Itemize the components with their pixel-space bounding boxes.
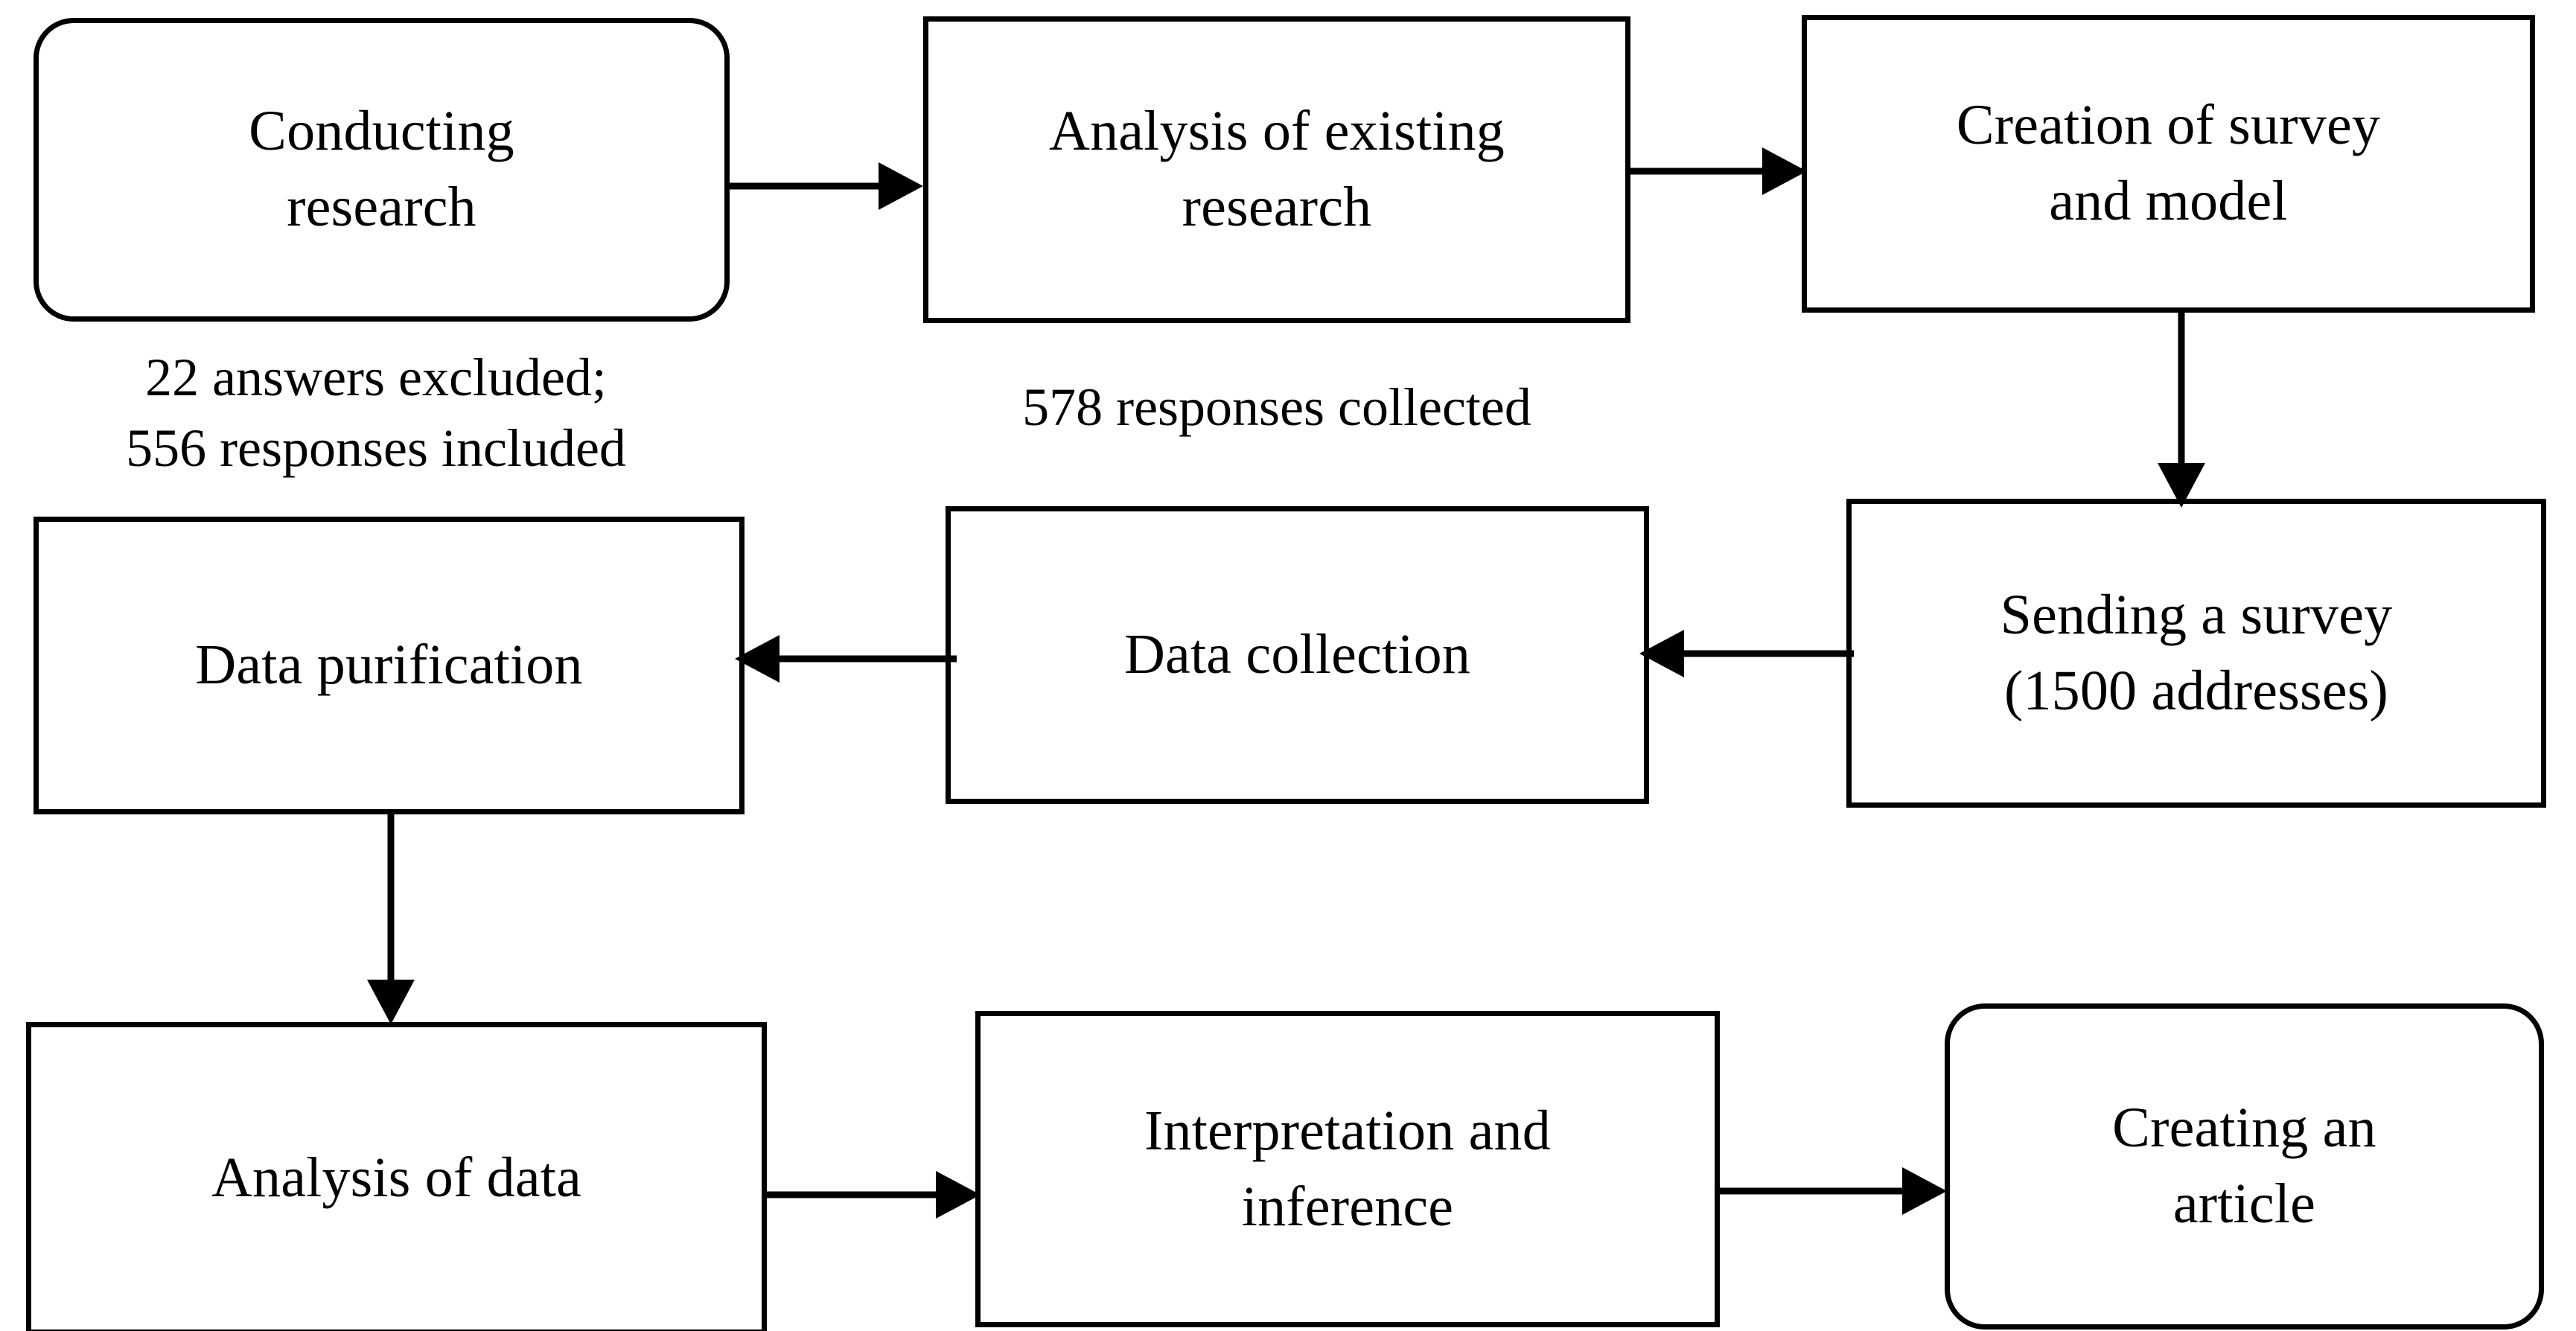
node-conducting-research[interactable]: Conducting research — [34, 18, 730, 322]
node-label: Sending a survey (1500 addresses) — [2000, 583, 2393, 722]
edge-interpretation-to-creating-article — [1716, 1161, 1951, 1221]
node-label: Interpretation and inference — [1144, 1099, 1551, 1238]
node-label: Analysis of data — [211, 1146, 582, 1210]
node-analysis-of-data[interactable]: Analysis of data — [26, 1022, 767, 1331]
edge-sending-survey-to-data-collection — [1638, 624, 1854, 683]
node-creation-of-survey-and-model[interactable]: Creation of survey and model — [1802, 15, 2535, 313]
edge-conducting-research-to-analysis-existing — [726, 156, 927, 216]
node-label: Data collection — [1123, 623, 1471, 686]
node-label: Conducting research — [249, 100, 514, 238]
node-label: Creation of survey and model — [1956, 94, 2381, 232]
edge-data-collection-to-data-purification — [733, 629, 957, 689]
node-label: Creating an article — [2112, 1097, 2376, 1235]
edge-data-purification-to-analysis-of-data — [361, 810, 421, 1027]
node-label: Analysis of existing research — [1049, 100, 1505, 238]
node-sending-a-survey[interactable]: Sending a survey (1500 addresses) — [1846, 499, 2546, 808]
node-data-collection[interactable]: Data collection — [946, 506, 1649, 804]
node-interpretation-and-inference[interactable]: Interpretation and inference — [975, 1011, 1720, 1327]
edge-analysis-existing-to-creation-survey — [1627, 141, 1809, 201]
node-data-purification[interactable]: Data purification — [34, 517, 745, 814]
annotation-responses-collected: 578 responses collected — [1022, 377, 1531, 437]
node-analysis-existing-research[interactable]: Analysis of existing research — [923, 16, 1630, 323]
edge-creation-survey-to-sending-survey — [2152, 308, 2211, 511]
edge-analysis-of-data-to-interpretation — [763, 1165, 983, 1225]
annotation-excluded-included: 22 answers excluded; 556 responses inclu… — [126, 348, 626, 479]
node-creating-an-article[interactable]: Creating an article — [1945, 1003, 2544, 1330]
node-label: Data purification — [195, 633, 583, 697]
